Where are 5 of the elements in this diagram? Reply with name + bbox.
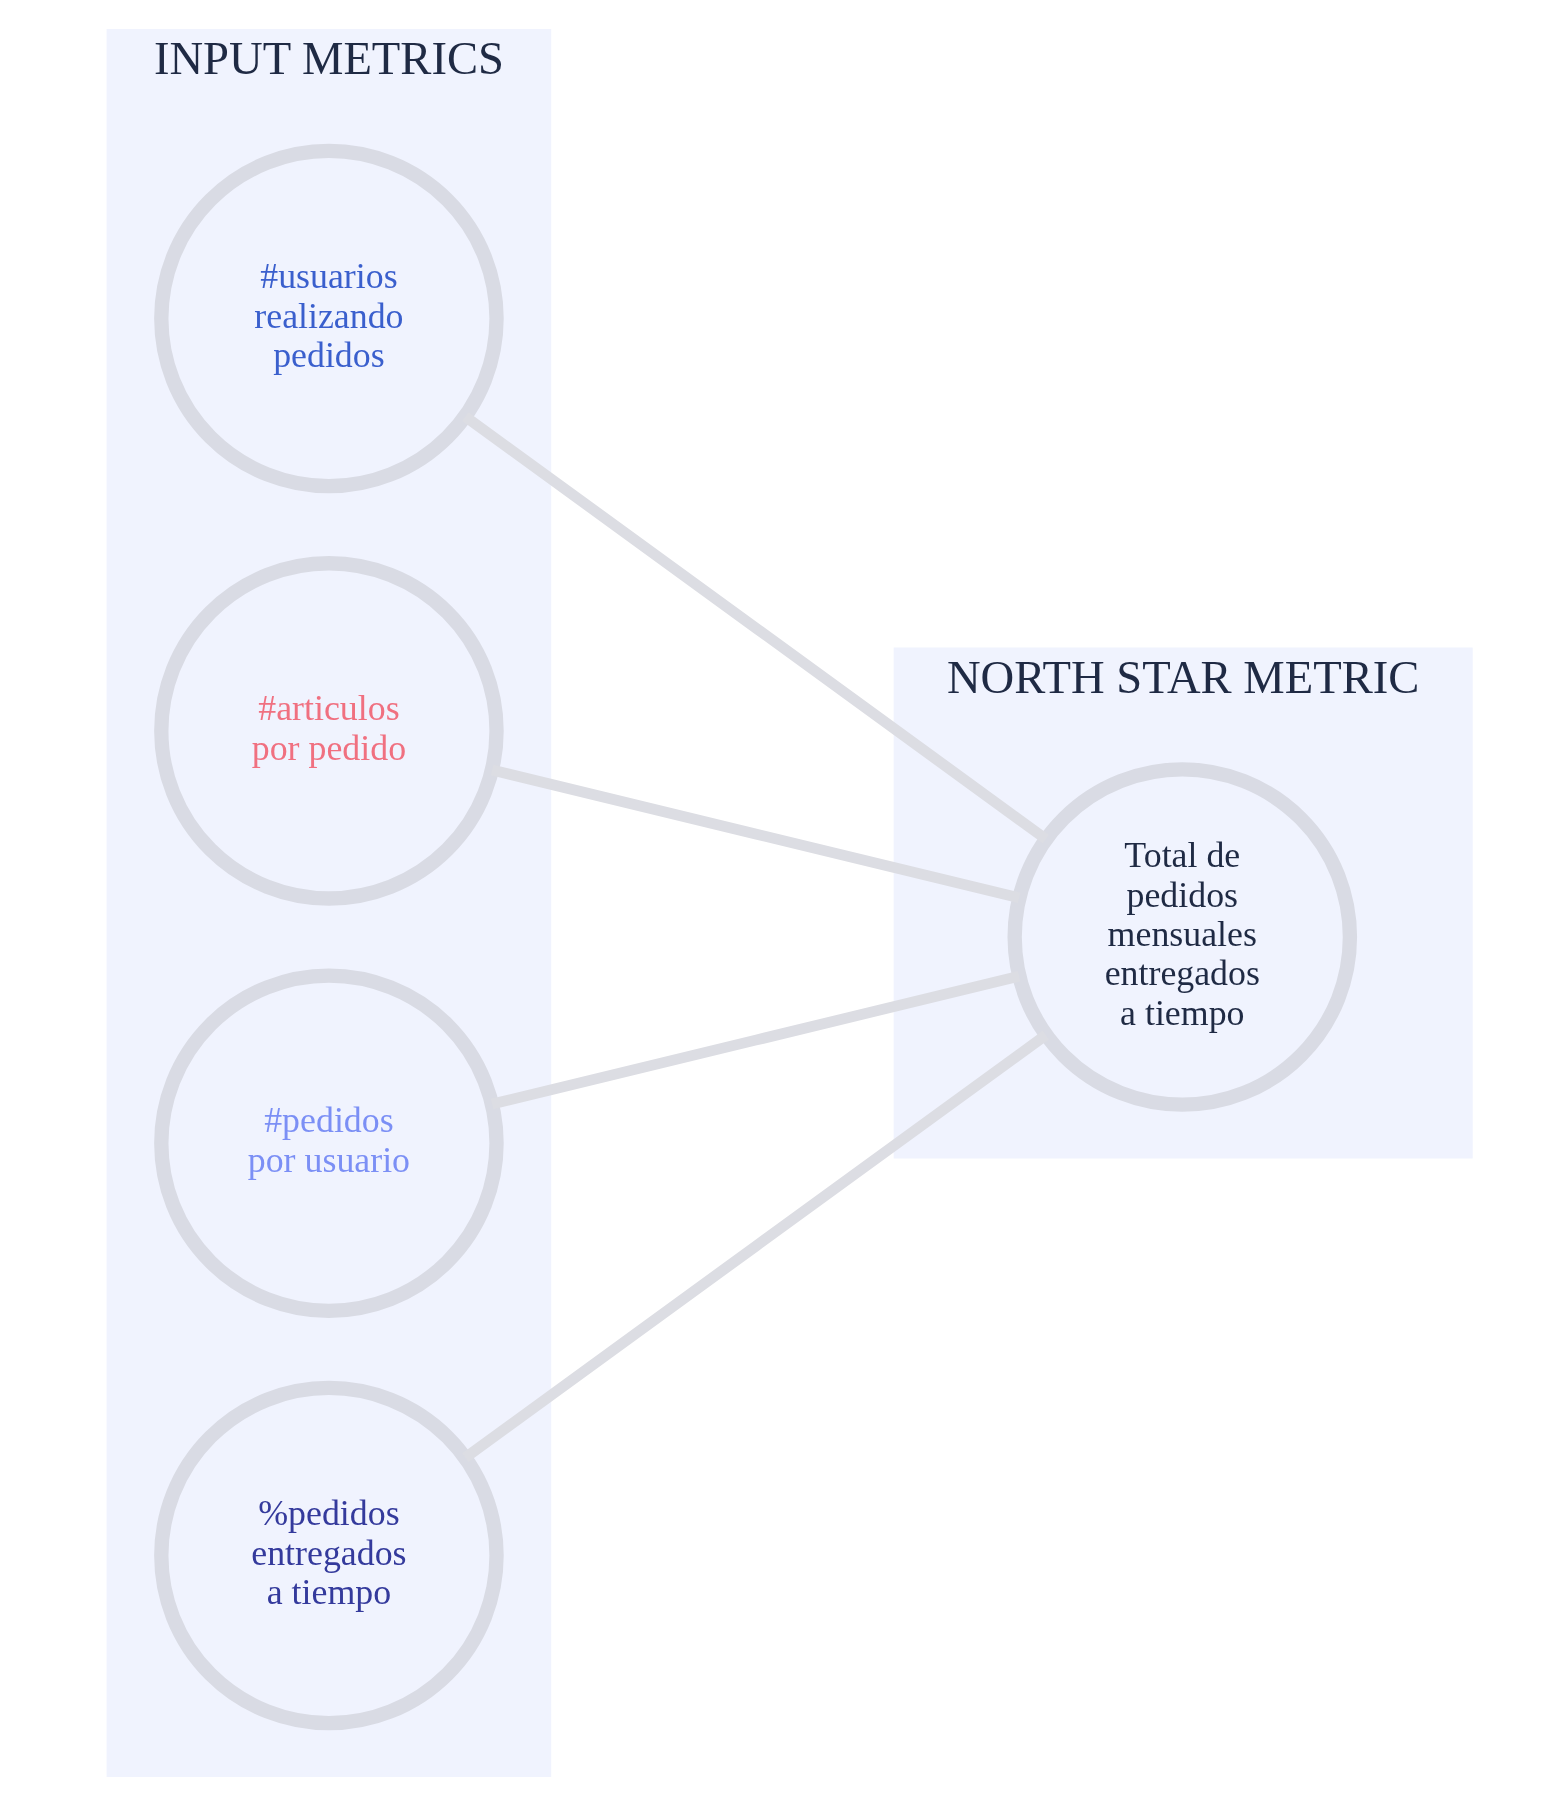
node-circle: %pedidos entregados a tiempo (153, 1380, 504, 1731)
node-circle: #usuarios realizando pedidos (153, 143, 504, 494)
node-circle: #pedidos por usuario (153, 968, 504, 1319)
node-circle: #articulos por pedido (153, 556, 504, 906)
node-circle: Total de pedidos mensuales entregados a tiempo (1007, 762, 1357, 1112)
